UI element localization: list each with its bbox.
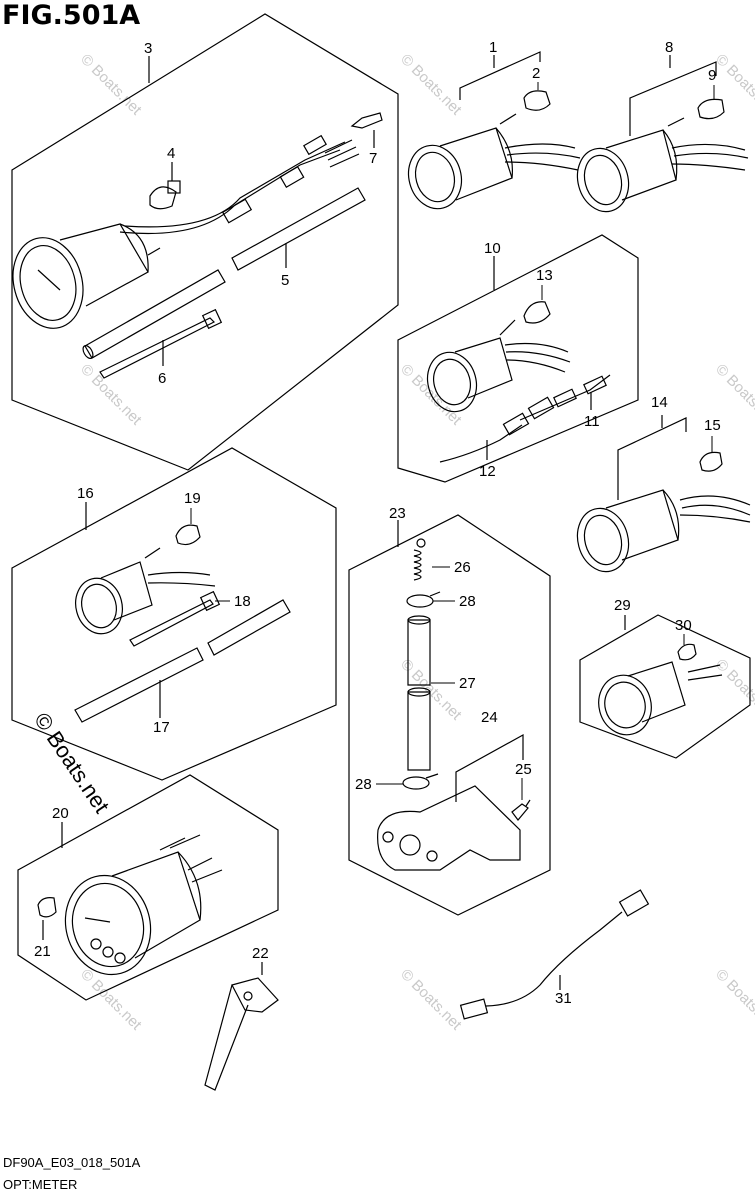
section-label: OPT:METER bbox=[3, 1177, 78, 1192]
watermarks: © Boats.net © Boats.net © Boats.net © Bo… bbox=[77, 51, 755, 1034]
watermark-3: © Boats.net bbox=[77, 361, 145, 429]
cable-tie-18 bbox=[129, 590, 221, 647]
holder-24 bbox=[377, 785, 521, 871]
callout-11: 11 bbox=[584, 413, 600, 430]
bulb-2 bbox=[523, 90, 551, 111]
bulb-30 bbox=[677, 643, 697, 661]
figure-code: DF90A_E03_018_501A bbox=[3, 1155, 141, 1170]
connector-3c bbox=[303, 134, 327, 156]
gauge-10 bbox=[426, 319, 571, 413]
callout-14: 14 bbox=[651, 394, 668, 411]
callout-22: 22 bbox=[252, 945, 269, 962]
watermark-7: © Boats.net bbox=[397, 966, 465, 1034]
harness-11 bbox=[519, 374, 611, 421]
callout-7: 7 bbox=[369, 150, 377, 167]
tube-5 bbox=[82, 187, 366, 359]
callout-1: 1 bbox=[489, 39, 497, 56]
callout-23: 23 bbox=[389, 505, 406, 522]
group-16-panel bbox=[11, 447, 337, 781]
bulb-4 bbox=[149, 180, 181, 210]
callout-4: 4 bbox=[167, 145, 175, 162]
bulb-15 bbox=[699, 451, 723, 472]
group-29-panel bbox=[579, 614, 751, 759]
terminal-7 bbox=[350, 112, 383, 129]
bulb-19 bbox=[175, 524, 201, 546]
callout-19: 19 bbox=[184, 490, 201, 507]
group-23-panel bbox=[348, 514, 551, 916]
callout-12: 12 bbox=[479, 463, 496, 480]
callout-5: 5 bbox=[281, 272, 289, 289]
gauge-16 bbox=[75, 547, 216, 635]
callout-26: 26 bbox=[454, 559, 471, 576]
callout-25: 25 bbox=[515, 761, 532, 778]
gauge-20 bbox=[64, 834, 223, 976]
callout-6: 6 bbox=[158, 370, 166, 387]
callout-17: 17 bbox=[153, 719, 170, 736]
bulb-9 bbox=[697, 98, 725, 120]
callout-10: 10 bbox=[484, 240, 501, 257]
screw-25 bbox=[511, 799, 531, 821]
sender-22 bbox=[204, 977, 279, 1091]
group-3-panel bbox=[11, 13, 399, 471]
callout-21: 21 bbox=[34, 943, 51, 960]
callout-9: 9 bbox=[708, 67, 716, 84]
tube-17 bbox=[74, 599, 291, 723]
callout-15: 15 bbox=[704, 417, 721, 434]
callout-13: 13 bbox=[536, 267, 553, 284]
watermark-8: © Boats.net bbox=[712, 51, 755, 119]
callout-31: 31 bbox=[555, 990, 572, 1007]
cable-tie-6 bbox=[99, 308, 223, 379]
group-10-panel bbox=[397, 234, 639, 483]
callout-2: 2 bbox=[532, 65, 540, 82]
connector-3a bbox=[221, 198, 253, 224]
gauge-29 bbox=[598, 661, 723, 736]
connector-3b bbox=[279, 165, 305, 189]
group-20-panel bbox=[17, 774, 279, 1001]
callout-28b: 28 bbox=[355, 776, 372, 793]
callout-30: 30 bbox=[675, 617, 692, 634]
hose-27 bbox=[407, 615, 431, 771]
callout-28a: 28 bbox=[459, 593, 476, 610]
callout-16: 16 bbox=[77, 485, 94, 502]
spring-26 bbox=[413, 538, 426, 581]
gauge-1 bbox=[407, 113, 581, 210]
clamp-28a bbox=[406, 591, 441, 608]
callout-3: 3 bbox=[144, 40, 152, 57]
callout-20: 20 bbox=[52, 805, 69, 822]
watermark-10: © Boats.net bbox=[712, 656, 755, 724]
bulb-13 bbox=[523, 301, 551, 324]
figure-title: FIG.501A bbox=[2, 0, 141, 31]
watermark-5: © Boats.net bbox=[397, 656, 465, 724]
callout-27: 27 bbox=[459, 675, 476, 692]
watermark-11: © Boats.net bbox=[712, 966, 755, 1034]
clamp-28b bbox=[402, 773, 439, 790]
harness-31 bbox=[459, 889, 650, 1020]
watermark-2: © Boats.net bbox=[397, 51, 465, 119]
callout-24: 24 bbox=[481, 709, 498, 726]
callout-labels: 1 2 3 4 5 6 7 8 9 10 11 12 13 14 15 16 1… bbox=[34, 39, 721, 1007]
callout-29: 29 bbox=[614, 597, 631, 614]
callout-18: 18 bbox=[234, 593, 251, 610]
bulb-21 bbox=[37, 897, 57, 918]
gauge-14 bbox=[576, 489, 751, 573]
harness-12 bbox=[439, 396, 555, 463]
callout-8: 8 bbox=[665, 39, 673, 56]
gauge-8 bbox=[576, 117, 749, 213]
